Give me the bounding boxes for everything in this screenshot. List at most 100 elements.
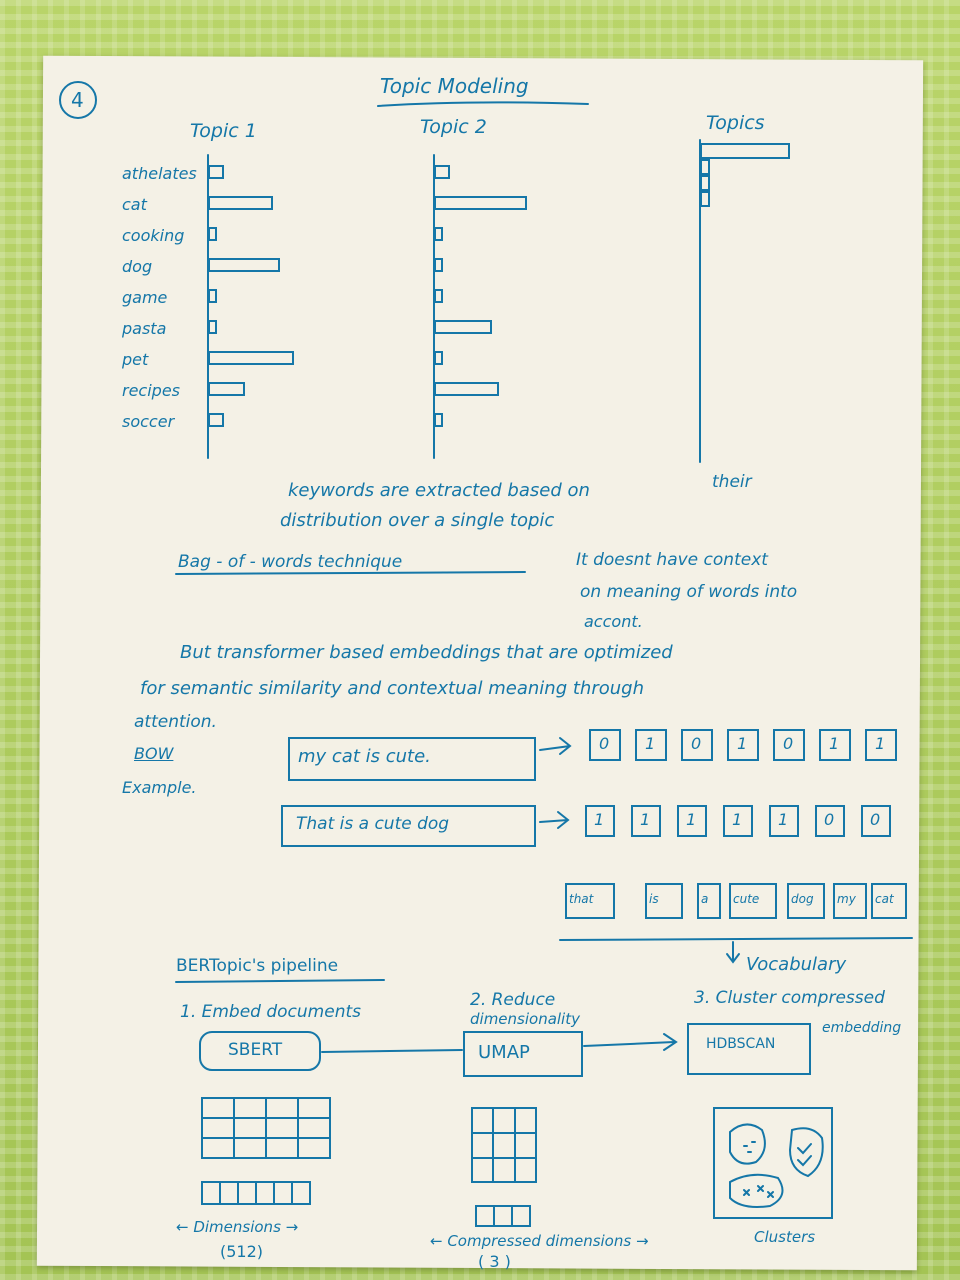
vocabulary-line	[559, 937, 913, 941]
vocab-word-my: my	[837, 892, 856, 906]
bow-vector-2-value-6: 0	[870, 810, 881, 829]
keywords-line-2: distribution over a single topic	[280, 510, 555, 531]
topic1-bars	[208, 165, 294, 427]
transformer-line-2: for semantic similarity and contextual m…	[140, 678, 644, 699]
topic1-bar-cooking	[208, 227, 217, 241]
bow-vector-1-value-6: 1	[875, 734, 886, 753]
topic1-bar-pet	[208, 351, 294, 365]
bow-vector-2-cell-0	[585, 805, 615, 837]
topic2-bar-pet	[434, 351, 443, 365]
umap-to-hdbscan-arrow	[583, 1033, 678, 1051]
topic-word-soccer: soccer	[122, 412, 175, 431]
dimensions-label: ← Dimensions →	[176, 1218, 299, 1236]
bow-vector-2	[585, 805, 891, 837]
sentence2-box	[281, 805, 536, 847]
page-number-circle	[59, 81, 97, 119]
topic1-bar-cat	[208, 196, 273, 210]
vocab-word-cute: cute	[733, 892, 760, 906]
vocab-word-that: that	[569, 892, 594, 906]
cluster-blob-1	[729, 1123, 766, 1165]
topic1-bar-dog	[208, 258, 280, 272]
topic-word-pet: pet	[122, 350, 149, 369]
topic1-header: Topic 1	[190, 120, 257, 142]
vocab-box-that	[565, 883, 615, 919]
page-number: 4	[71, 88, 84, 112]
bow-vector-2-cell-5	[815, 805, 845, 837]
bow-vector-1-cell-6	[865, 729, 897, 761]
bow-vector-1-value-0: 0	[599, 734, 610, 753]
pipeline-title: BERTopic's pipeline	[176, 956, 339, 976]
vocab-box-cute	[729, 883, 777, 919]
topic2-bar-game	[434, 289, 443, 303]
topics-bar-4	[700, 191, 710, 207]
topic1-bar-recipes	[208, 382, 245, 396]
vocab-box-cat	[871, 883, 907, 919]
context-line-3: accont.	[584, 612, 643, 631]
topic2-bar-cooking	[434, 227, 443, 241]
bow-vector-2-value-5: 0	[824, 810, 835, 829]
bow-vector-1-value-5: 1	[829, 734, 840, 753]
transformer-line-3: attention.	[134, 712, 217, 732]
bow-vector-2-cell-4	[769, 805, 799, 837]
bow-underline	[175, 571, 526, 575]
topic2-header: Topic 2	[420, 116, 487, 138]
clusters-box	[713, 1107, 833, 1219]
bow-vector-2-value-2: 1	[686, 810, 697, 829]
vocab-box-my	[833, 883, 867, 919]
bow-technique: Bag - of - words technique	[178, 552, 403, 572]
sentence1-box	[288, 737, 536, 781]
bow-vector-2-cell-3	[723, 805, 753, 837]
bow-vector-2-cell-1	[631, 805, 661, 837]
topic1-bar-athelates	[208, 165, 224, 179]
vocab-box-a	[697, 883, 721, 919]
bow-vector-2-cell-2	[677, 805, 707, 837]
bow-vector-1-value-4: 0	[783, 734, 794, 753]
topic2-bar-dog	[434, 258, 443, 272]
hdbscan-box	[687, 1023, 811, 1075]
bow-vector-1-cell-0	[589, 729, 621, 761]
bow-vector-1-cell-2	[681, 729, 713, 761]
bow-vector-1-value-1: 1	[645, 734, 656, 753]
vocab-word-is: is	[649, 892, 659, 906]
umap-label: UMAP	[478, 1042, 530, 1063]
vocab-word-cat: cat	[875, 892, 894, 906]
topics-bar-1	[700, 143, 790, 159]
bow-vector-1-value-3: 1	[737, 734, 748, 753]
page-title: Topic Modeling	[380, 74, 529, 98]
embedding-grid	[201, 1097, 331, 1159]
topic-word-recipes: recipes	[122, 381, 180, 400]
compressed-grid	[471, 1107, 537, 1183]
pipeline-step-2-line-2: dimensionality	[470, 1010, 580, 1028]
vocab-box-is	[645, 883, 683, 919]
bow-vector-2-value-0: 1	[594, 810, 605, 829]
topic-word-athelates: athelates	[122, 164, 197, 183]
compressed-label: ← Compressed dimensions →	[430, 1232, 649, 1250]
sentence-2: That is a cute dog	[296, 814, 450, 834]
sentence-1: my cat is cute.	[298, 746, 431, 767]
topic-word-cat: cat	[122, 195, 147, 214]
topic2-bars	[434, 165, 527, 427]
bow-vector-2-value-1: 1	[640, 810, 651, 829]
pipeline-step-3-line-1: 3. Cluster compressed	[694, 988, 885, 1008]
arrow-sentence2	[539, 811, 570, 829]
bow-vector-2-value-3: 1	[732, 810, 743, 829]
topics-bars	[700, 143, 790, 207]
pipeline-step-2-line-1: 2. Reduce	[470, 990, 556, 1010]
bow-vector-2-cell-6	[861, 805, 891, 837]
context-line-1: It doesnt have context	[576, 550, 768, 570]
compressed-vector	[475, 1205, 531, 1227]
topic2-bar-pasta	[434, 320, 492, 334]
pipeline-step-3-line-2: embedding	[822, 1020, 902, 1036]
topic2-bar-athelates	[434, 165, 450, 179]
cluster-marks	[743, 1141, 812, 1198]
sbert-label: SBERT	[228, 1040, 283, 1060]
title-underline	[377, 101, 589, 107]
topic2-bar-cat	[434, 196, 527, 210]
sbert-to-umap-line	[321, 1049, 463, 1053]
bow-vector-1	[589, 729, 897, 761]
bow-vector-1-cell-3	[727, 729, 759, 761]
vocab-word-a: a	[701, 892, 709, 906]
topic1-bar-game	[208, 289, 217, 303]
vocab-word-dog: dog	[791, 892, 814, 906]
